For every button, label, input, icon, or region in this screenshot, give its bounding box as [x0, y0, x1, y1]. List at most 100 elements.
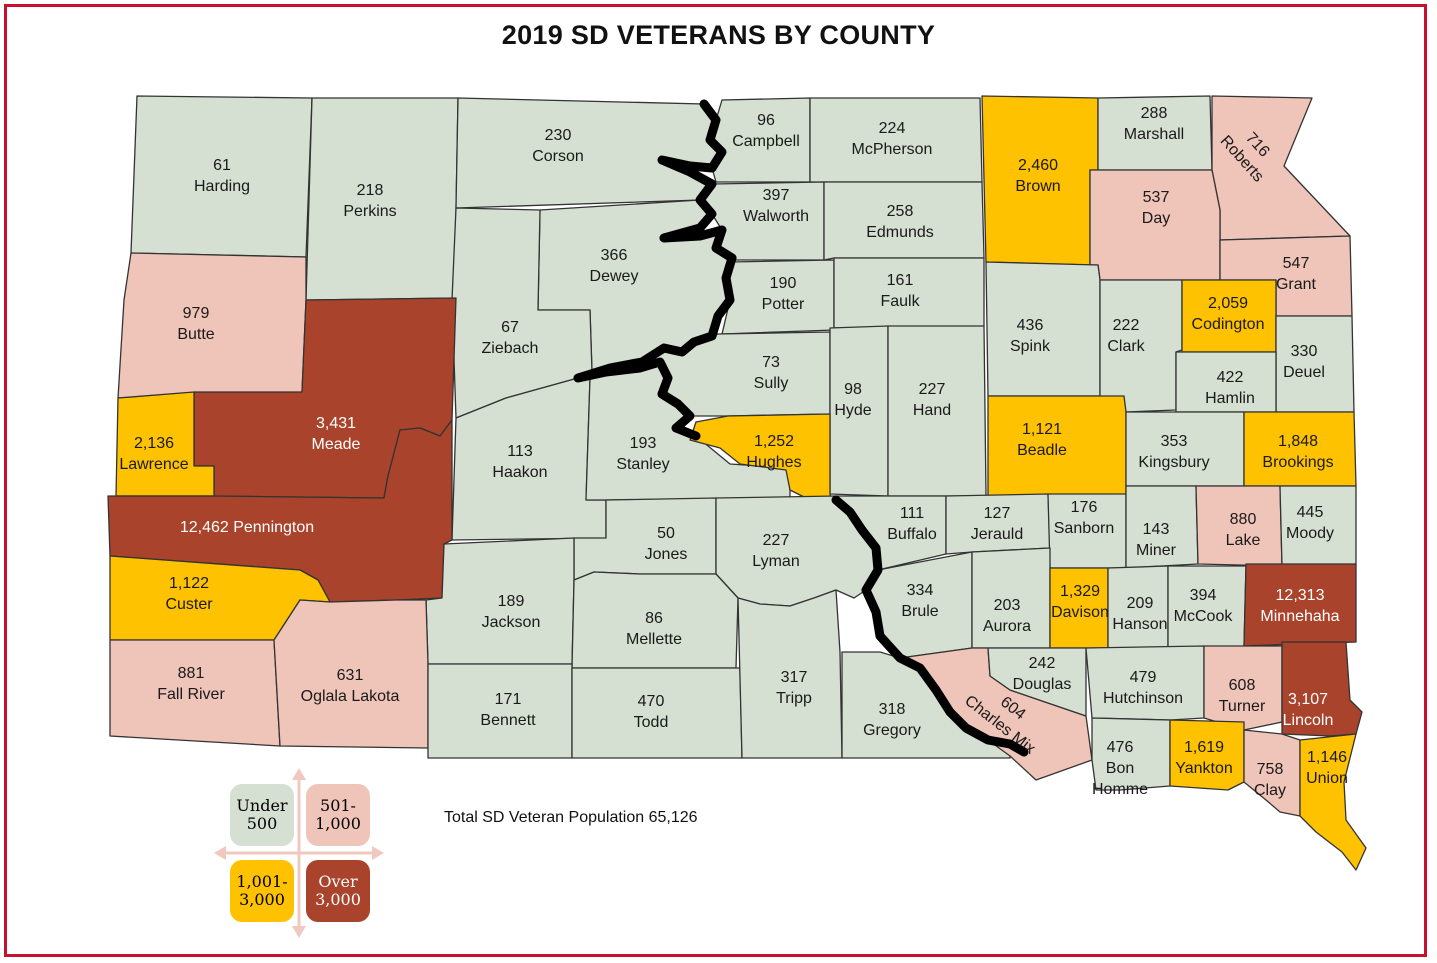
county-label-line: Lyman	[752, 553, 799, 570]
county-label-line: Haakon	[492, 464, 547, 481]
county-label-line: Homme	[1092, 781, 1148, 798]
county-label-line: Codington	[1192, 316, 1265, 333]
county-label-line: Hand	[913, 402, 951, 419]
county-label-line: Todd	[634, 714, 669, 731]
county-label-line: Jackson	[482, 614, 541, 631]
county-label-line: 209	[1127, 595, 1154, 612]
county-label-line: Lake	[1226, 532, 1261, 549]
county-label-line: 111	[900, 505, 924, 522]
county-label-line: Corson	[532, 148, 584, 165]
county-label-line: Miner	[1136, 542, 1177, 559]
county-label-line: 161	[887, 272, 914, 289]
county-label-line: 113	[507, 443, 533, 460]
county-label-line: 98	[844, 381, 862, 398]
county-label-line: Faulk	[880, 293, 920, 310]
legend-1001-3000: 1,001-3,000	[230, 860, 294, 922]
county-label-line: Bennett	[480, 712, 536, 729]
county-label-line: Deuel	[1283, 364, 1325, 381]
county-label-line: 222	[1113, 317, 1140, 334]
county-label-line: 1,121	[1022, 421, 1062, 438]
county-perkins	[305, 97, 459, 301]
county-label-line: Davison	[1051, 604, 1109, 621]
county-label-line: Clay	[1254, 782, 1286, 799]
county-label-line: 3,431	[316, 415, 356, 432]
county-label-line: 330	[1291, 343, 1318, 360]
county-jerauld	[945, 493, 1051, 555]
county-label-line: Jones	[645, 546, 688, 563]
county-label-line: Ziebach	[482, 340, 539, 357]
county-lincoln	[1281, 641, 1363, 737]
county-label-line: 1,848	[1278, 433, 1318, 450]
county-label-line: Beadle	[1017, 442, 1067, 459]
county-label-line: Turner	[1219, 698, 1266, 715]
county-label-line: Perkins	[343, 203, 396, 220]
county-hutchinson	[1085, 645, 1205, 721]
county-label-line: 176	[1071, 499, 1098, 516]
county-yankton	[1169, 719, 1245, 791]
county-label-line: Moody	[1286, 525, 1334, 542]
county-label-line: Hyde	[834, 402, 871, 419]
county-label-line: 445	[1297, 504, 1324, 521]
county-label-line: 2,460	[1018, 157, 1058, 174]
county-label-line: Dewey	[590, 268, 639, 285]
county-label-line: Meade	[312, 436, 361, 453]
county-label-line: Fall River	[157, 686, 225, 703]
legend-501-1000-label: 501-1,000	[315, 796, 361, 833]
county-label-line: 203	[994, 597, 1021, 614]
county-label-line: 318	[879, 701, 906, 718]
county-turner	[1203, 645, 1283, 731]
county-label-line: 436	[1017, 317, 1044, 334]
map-frame	[4, 4, 1427, 957]
county-edmunds	[823, 181, 985, 261]
county-label-line: 12,313	[1276, 587, 1325, 604]
county-roberts	[1211, 95, 1351, 241]
county-label-line: Minnehaha	[1260, 608, 1339, 625]
county-label-line: 96	[757, 112, 775, 129]
county-label-line: 1,619	[1184, 739, 1224, 756]
map-title: 2019 SD VETERANS BY COUNTY	[501, 20, 936, 50]
county-todd	[571, 667, 743, 759]
county-label-line: 258	[887, 203, 914, 220]
county-label-line: 288	[1141, 105, 1168, 122]
county-label-line: Lincoln	[1283, 712, 1334, 729]
county-label-line: Kingsbury	[1138, 454, 1209, 471]
county-label-line: 1,146	[1307, 749, 1347, 766]
county-label-line: 12,462 Pennington	[180, 519, 314, 536]
county-label-line: Hughes	[746, 454, 801, 471]
county-label-line: Hutchinson	[1103, 690, 1183, 707]
county-label-line: 476	[1107, 739, 1134, 756]
county-label-line: Oglala Lakota	[301, 688, 400, 705]
county-label-line: 127	[984, 505, 1011, 522]
county-label-line: Union	[1306, 770, 1348, 787]
legend-1001-3000-label: 1,001-3,000	[236, 872, 288, 909]
county-oglala-lakota	[273, 599, 429, 749]
